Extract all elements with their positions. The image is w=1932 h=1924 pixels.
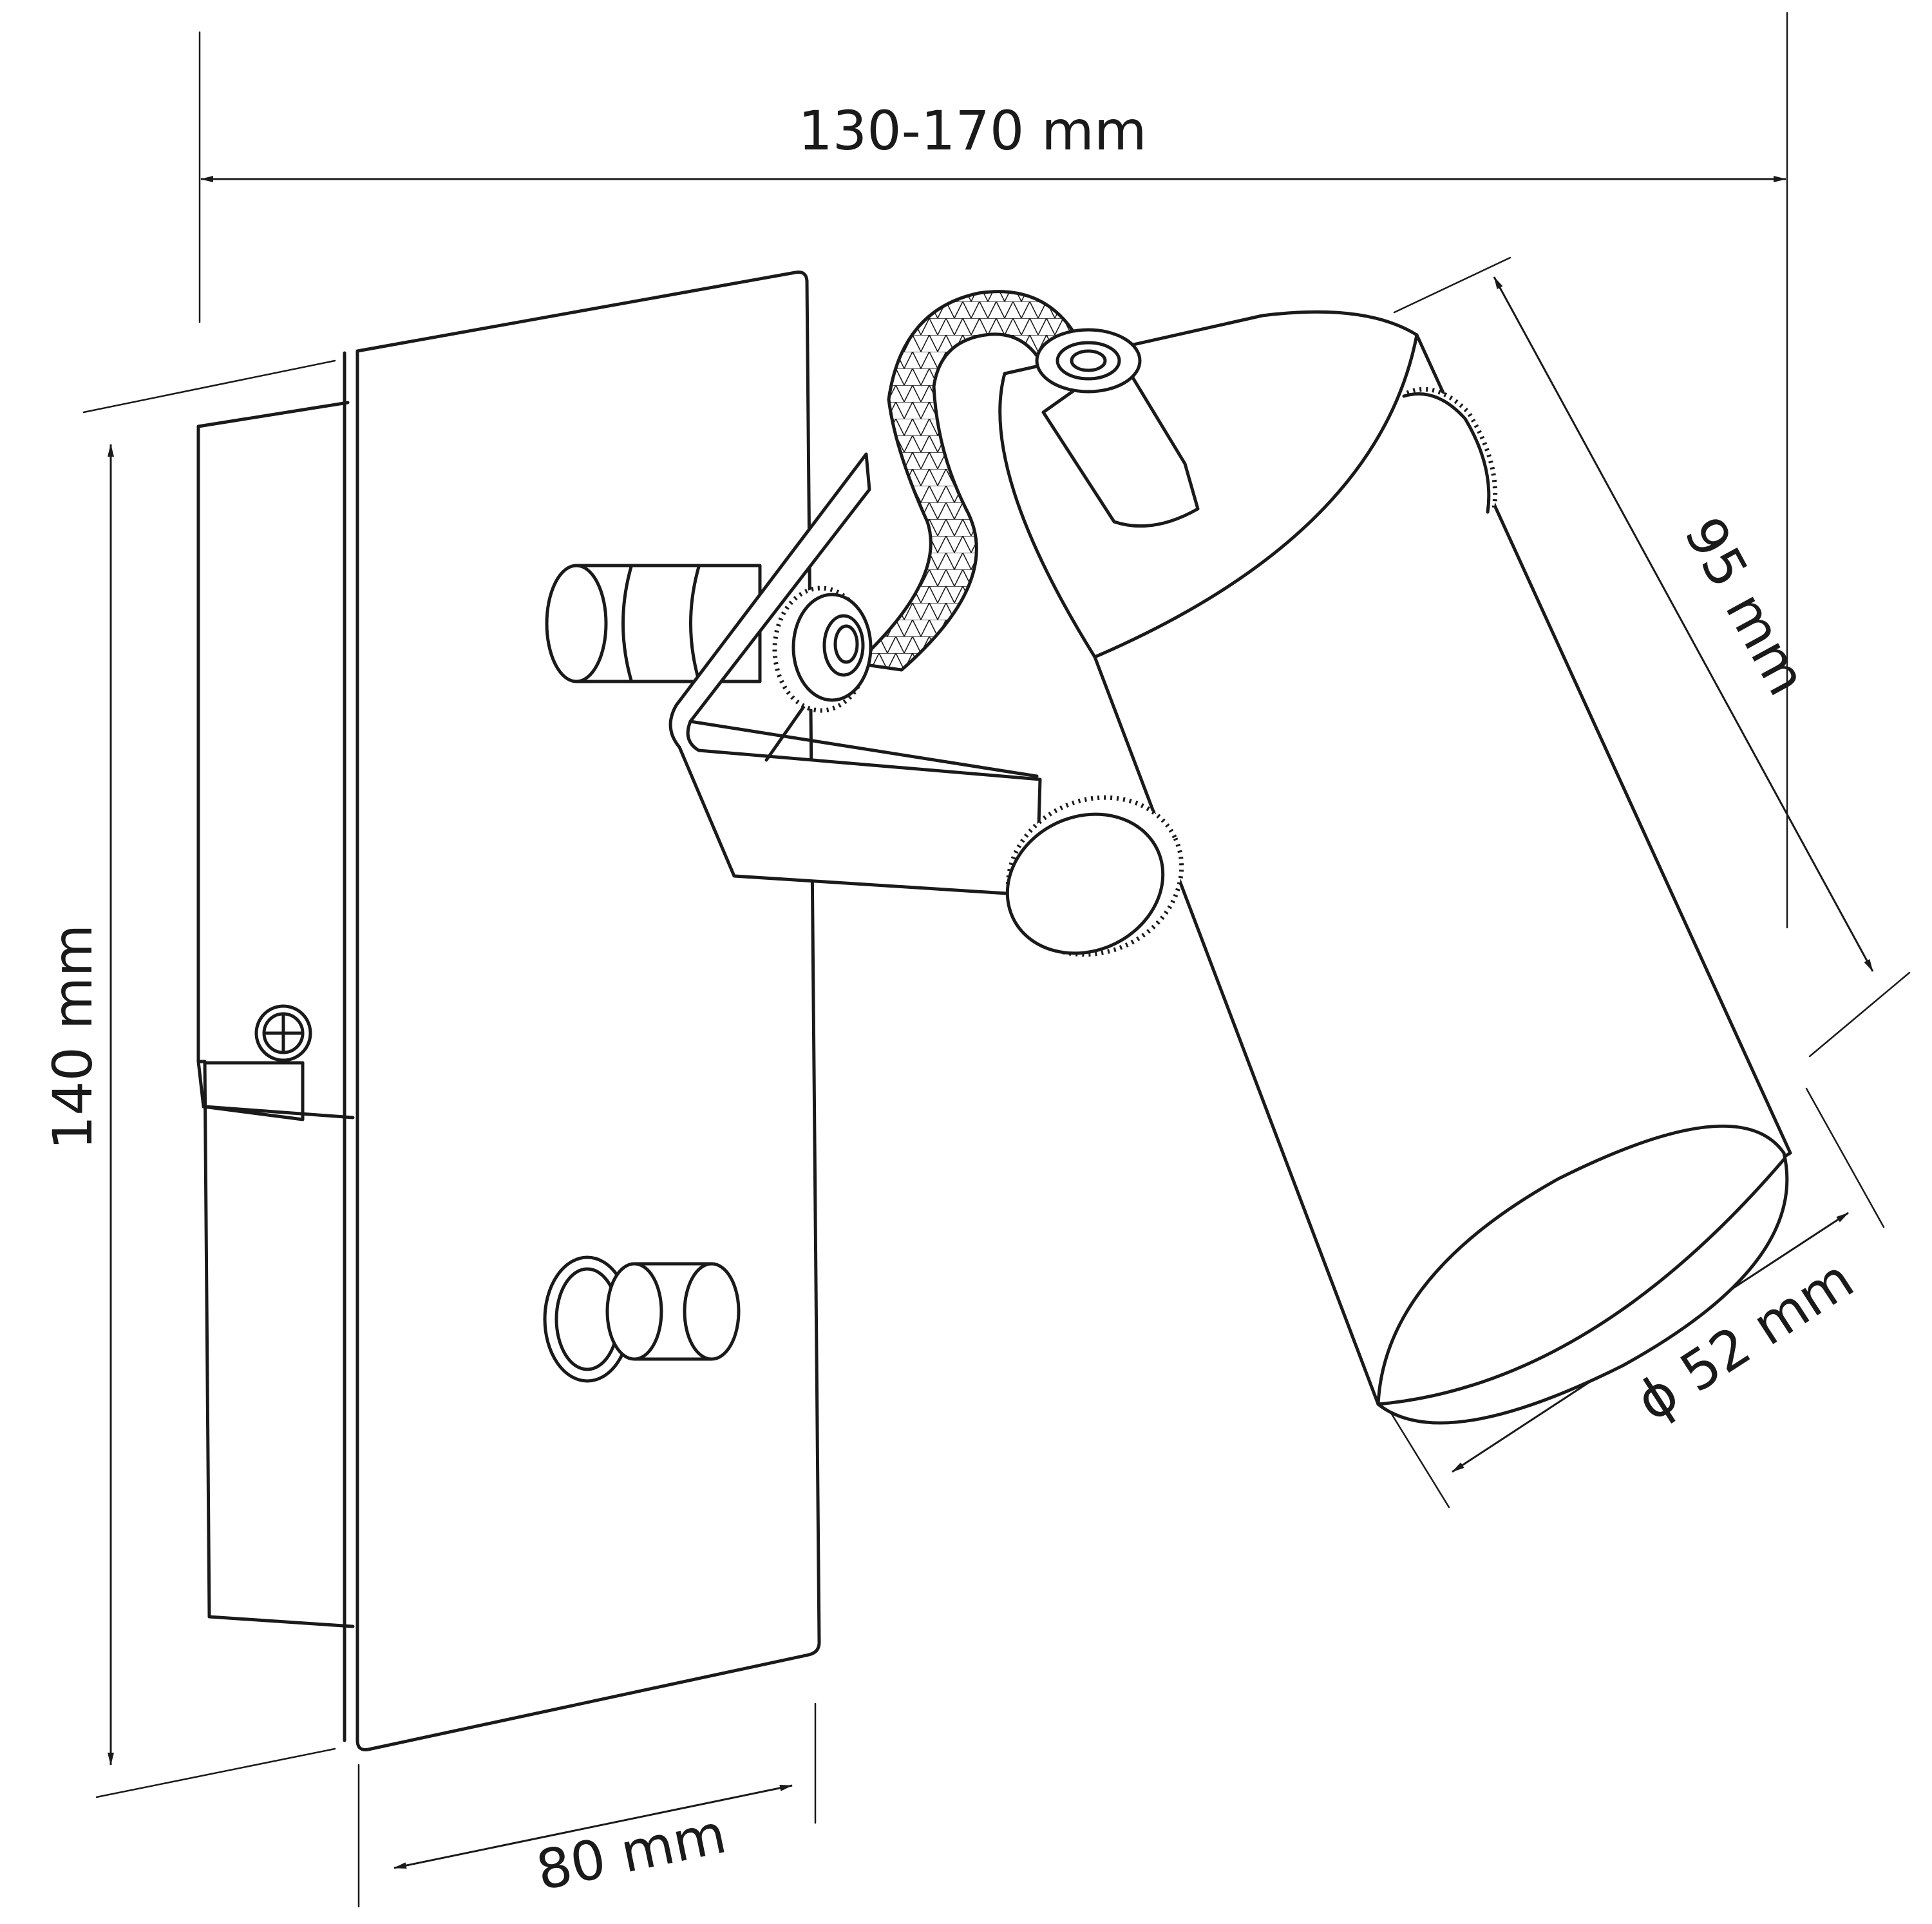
plate-width-label: 80 mm: [531, 1802, 732, 1902]
pivot-axle: [545, 564, 762, 683]
wall-mounting-box: [196, 401, 355, 1628]
lamp-head: [998, 310, 1792, 1425]
dimension-height: 140 mm: [41, 359, 336, 1798]
front-plate: [343, 271, 821, 1751]
rear-knurled-knob: [1402, 386, 1498, 514]
cable-gland: [1035, 328, 1200, 528]
switch-button: [543, 1255, 741, 1383]
overall-width-label: 130-170 mm: [798, 99, 1146, 162]
tilt-knurled-knob: [1005, 795, 1184, 957]
screw-icon: [254, 1004, 312, 1062]
height-label: 140 mm: [41, 924, 104, 1150]
pivot-knurled-knob: [772, 586, 873, 713]
head-length-label: 95 mm: [1672, 507, 1819, 705]
dimension-overall-width: 130-170 mm: [198, 12, 1788, 929]
